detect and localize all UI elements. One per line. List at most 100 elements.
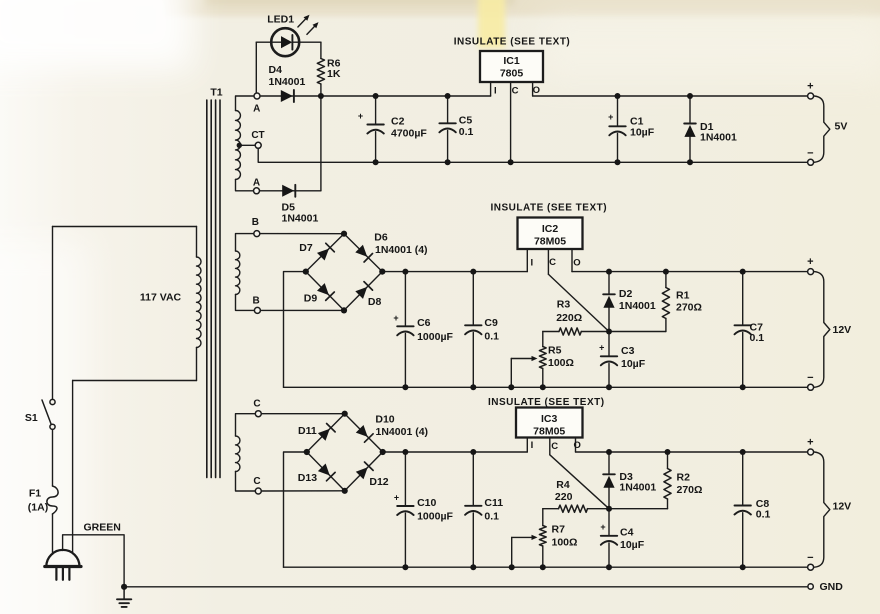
wire (41, 399, 53, 426)
ic1-box (478, 49, 545, 84)
ic2-box (516, 216, 584, 251)
label-symbols-plus: + (807, 256, 813, 268)
label-rail12b-pin_common: C (551, 441, 558, 452)
wire (282, 451, 308, 568)
junction-dot (687, 93, 693, 99)
junction-dot (606, 384, 612, 391)
label-rail12a-r1_value: 270Ω (676, 302, 702, 314)
tap-a-top-terminal (253, 92, 261, 100)
junction-dot (507, 159, 514, 166)
junction-dot (470, 268, 477, 275)
label-rail5-c5: C5 (459, 115, 473, 127)
junction-dot (340, 230, 348, 237)
component-symbol (280, 90, 293, 102)
component-symbol (603, 295, 615, 308)
junction-dot (614, 159, 621, 166)
label-symbols-plus: + (807, 436, 813, 448)
label-rail12a-bridge-d8: D8 (368, 296, 382, 308)
junction-dot (470, 449, 477, 455)
label-ground-label: GND (820, 581, 844, 593)
label-rail12a-c9: C9 (484, 317, 498, 329)
label-rail12a-c3: C3 (621, 345, 635, 357)
label-symbols-minus: − (807, 147, 813, 159)
junction-dot (302, 268, 309, 275)
tap-c-top-terminal (254, 409, 263, 418)
wire (363, 432, 374, 444)
wire (558, 327, 583, 336)
label-rail12a-r1: R1 (676, 290, 690, 302)
label-transformer-taps-c_bottom: C (253, 476, 260, 487)
wire (234, 470, 256, 492)
label-transformer-taps-a_top: A (253, 104, 260, 115)
wire (599, 360, 619, 367)
junction-dot (317, 93, 324, 99)
wire (438, 127, 457, 134)
ic3-box (514, 406, 584, 439)
label-transformer-taps-c_top: C (253, 399, 260, 410)
label-rail5-pin_in: I (494, 86, 497, 97)
wire (549, 454, 610, 510)
wire (363, 252, 374, 263)
label-rail12b-ic: IC3 (541, 413, 558, 425)
label-rail5-pin_common: C (512, 86, 519, 97)
junction-dot (539, 384, 546, 391)
wire (396, 510, 415, 516)
label-symbols-plus: + (599, 343, 604, 353)
component-symbol (531, 534, 538, 540)
junction-dot (402, 384, 409, 391)
led-body (269, 26, 301, 58)
label-rail12b-ic_part: 78M05 (533, 426, 565, 438)
junction-dot (121, 583, 128, 590)
junction-dot (402, 268, 409, 275)
label-rail12a-d2_part: 1N4001 (619, 300, 656, 312)
label-rail12b-c11: C11 (484, 497, 503, 509)
label-rail5-d5: D5 (282, 202, 296, 214)
ic-boxes (478, 49, 584, 439)
tap-c-bottom-terminal (254, 487, 263, 495)
label-rail5-c5_value: 0.1 (459, 126, 474, 138)
wire (663, 467, 672, 500)
wire (733, 329, 752, 336)
output-5v-plus-terminal (806, 92, 815, 100)
junction-dot (687, 159, 693, 166)
wire (813, 270, 831, 388)
wire (599, 540, 619, 546)
label-indicator-diode_part: 1N4001 (269, 76, 306, 88)
label-rail5-c1_value: 10µF (630, 127, 655, 139)
label-rail12a-bridge-d6_part: 1N4001 (4) (375, 244, 428, 256)
label-indicator-led: LED1 (267, 14, 294, 26)
output-12vb-minus-terminal (806, 563, 815, 571)
label-rail12a-c6: C6 (417, 317, 431, 329)
label-transformer-taps-a_bottom: A (253, 178, 260, 189)
label-symbols-minus: − (807, 552, 813, 564)
wire (195, 256, 202, 349)
junction-dot (739, 564, 746, 571)
junction-dot (739, 384, 746, 391)
junction-dot (739, 449, 746, 455)
label-rail12b-r2_value: 270Ω (677, 484, 703, 496)
label-rail12a-c7: C7 (750, 322, 764, 334)
label-indicator-diode: D4 (269, 64, 283, 76)
label-rail12b-r7: R7 (552, 524, 566, 536)
junction-dot (662, 268, 669, 275)
label-rail12b-bridge-d10_part: 1N4001 (4) (376, 426, 429, 438)
component-symbol (317, 283, 329, 296)
wire (733, 509, 752, 516)
label-rail12a-c6_value: 1000µF (417, 331, 453, 343)
wire (297, 18, 307, 28)
wire (234, 435, 241, 473)
wire (538, 345, 547, 370)
label-rail5-d1: D1 (700, 121, 714, 133)
wire (324, 242, 336, 253)
label-rail12b-d3: D3 (619, 471, 633, 483)
label-symbols-plus: + (393, 313, 398, 323)
label-rail12b-c8: C8 (756, 498, 770, 510)
wire (363, 461, 374, 472)
wire (464, 329, 483, 336)
output-12vb-plus-terminal (806, 448, 815, 456)
label-symbols-plus: + (394, 493, 399, 503)
label-rail12b-c8_value: 0.1 (756, 509, 771, 521)
labels: LED1 D4 1N4001 R6 1K D5 1N4001 A CT A B … (25, 14, 851, 593)
component-symbol (355, 286, 368, 299)
label-rail12a-bridge-d6: D6 (374, 232, 388, 244)
